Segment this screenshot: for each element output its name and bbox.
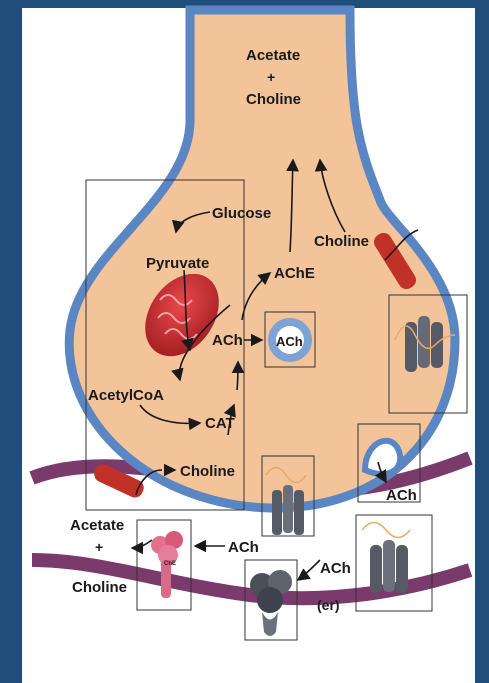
cleft-product-line2: Choline — [72, 579, 127, 596]
choline-reuptake-label: Choline — [180, 463, 235, 480]
pyruvate-label: Pyruvate — [146, 255, 209, 272]
ach-vesicle-label: ACh — [276, 334, 303, 349]
cat-label: CAT — [205, 415, 235, 432]
top-product-line1: Acetate — [246, 47, 300, 64]
enzyme-mark-label: ChE — [164, 561, 176, 567]
cleft-product-plus: + — [95, 539, 103, 555]
glucose-label: Glucose — [212, 205, 271, 222]
acetylcoa-label: AcetylCoA — [88, 387, 164, 404]
ach-receptor-label: ACh — [320, 560, 351, 577]
top-product-plus: + — [267, 69, 275, 85]
choline-transporter-label: Choline — [314, 233, 369, 250]
cleft-product-line1: Acetate — [70, 517, 124, 534]
top-product-line2: Choline — [246, 91, 301, 108]
er-label: (er) — [317, 597, 340, 613]
ache-label: AChE — [274, 265, 315, 282]
ach-cleft-label: ACh — [228, 539, 259, 556]
exocytosis-vesicle — [365, 441, 400, 474]
ach-release-label: ACh — [386, 487, 417, 504]
ach-inside-label: ACh — [212, 332, 243, 349]
